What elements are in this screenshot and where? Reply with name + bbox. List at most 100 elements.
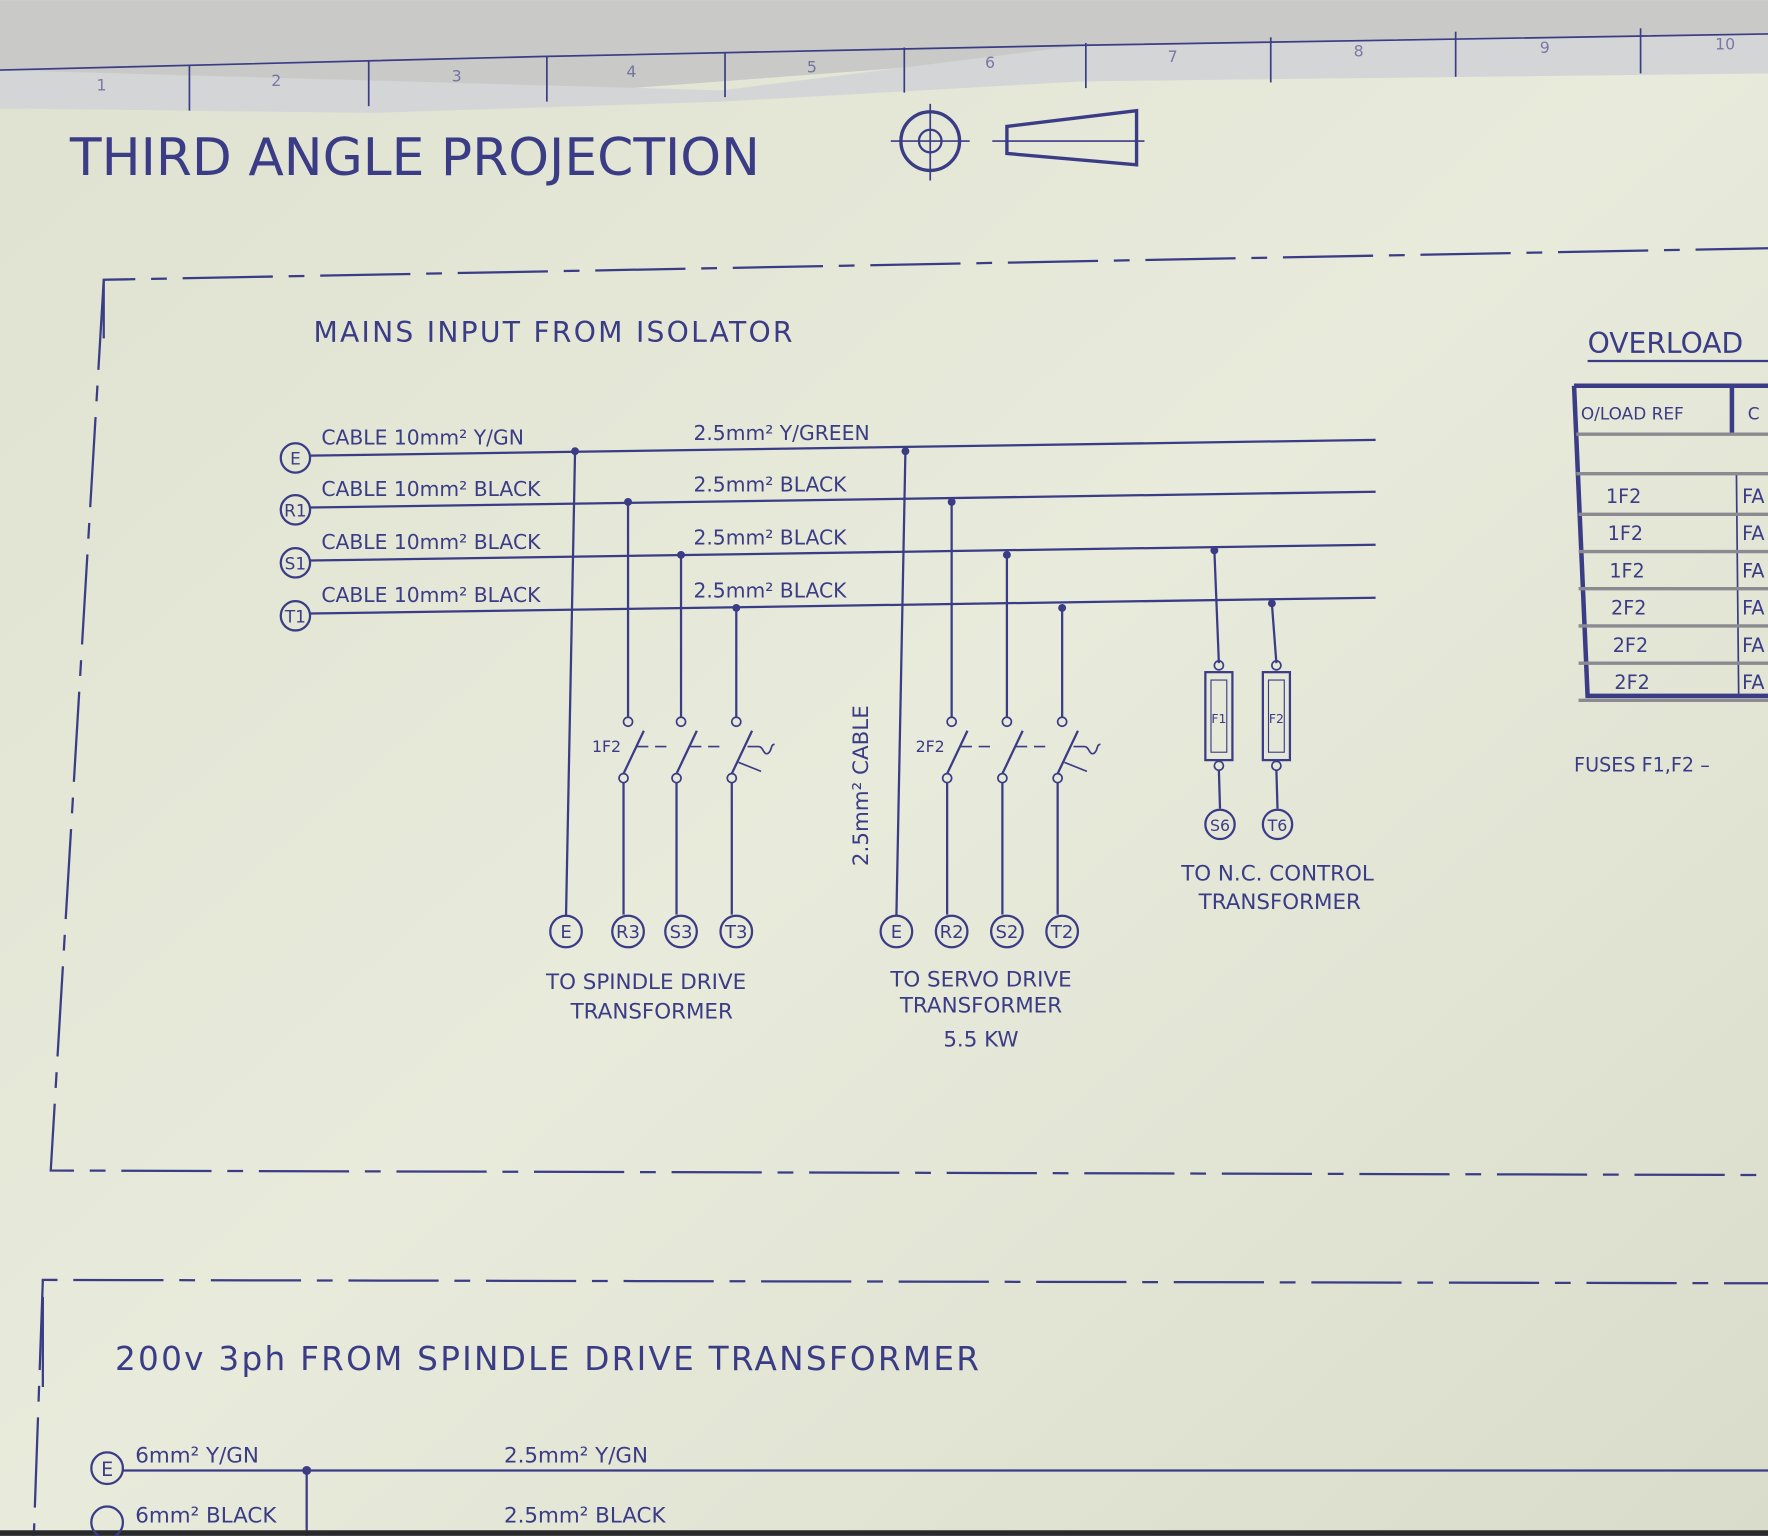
contact-terminal xyxy=(946,716,958,728)
servo-label-1: TO SERVO DRIVE xyxy=(889,968,1071,993)
thermal-trip-icon xyxy=(1064,743,1101,773)
terminal-circle xyxy=(879,914,914,949)
contact-terminal xyxy=(1056,716,1068,728)
terminal-label: R3 xyxy=(616,922,640,943)
terminal-label: E xyxy=(101,1458,113,1481)
terminal-label: E xyxy=(560,922,571,943)
cable-label: CABLE 10mm² BLACK xyxy=(321,477,541,501)
terminal-label: S3 xyxy=(670,922,693,943)
mains-heading: MAINS INPUT FROM ISOLATOR xyxy=(313,316,794,349)
fuse-F1 xyxy=(1204,671,1234,762)
terminal-label: T1 xyxy=(284,607,306,627)
earth-conductor xyxy=(564,451,577,916)
photo-bottom-edge xyxy=(0,1530,1768,1536)
terminal-circle-R1 xyxy=(279,494,312,526)
table-cell-ref: 2F2 xyxy=(1614,671,1649,694)
servo-label-3: 5.5 KW xyxy=(943,1028,1018,1053)
spindle-label-1: TO SPINDLE DRIVE xyxy=(545,970,746,995)
terminal-label: T3 xyxy=(724,922,747,943)
junction-dot xyxy=(677,550,685,559)
cable-label: CABLE 10mm² BLACK xyxy=(321,583,541,607)
thermal-trip-icon xyxy=(738,743,775,773)
table-cell-ref: 1F2 xyxy=(1608,522,1643,545)
terminal-label: E xyxy=(290,449,301,469)
cable-note: 2.5mm² CABLE xyxy=(849,705,874,866)
ruler-number: 10 xyxy=(1715,35,1735,54)
table-border xyxy=(1571,383,1768,699)
ruler-shadow xyxy=(0,0,1768,108)
table-cell-type: FA xyxy=(1742,522,1764,545)
table-cell-type: FA xyxy=(1742,597,1764,620)
drawing-title: THIRD ANGLE PROJECTION xyxy=(69,128,760,188)
contact-terminal xyxy=(675,716,687,728)
terminal-circle-T1 xyxy=(279,599,312,632)
projection-symbol xyxy=(890,103,1145,181)
overload-heading: OVERLOAD xyxy=(1588,327,1744,360)
ruler-number: 9 xyxy=(1540,38,1550,57)
terminal-label: S1 xyxy=(285,554,307,574)
spindle-label-2: TRANSFORMER xyxy=(570,999,733,1024)
ruler-number: 7 xyxy=(1168,47,1178,66)
nc-label-1: TO N.C. CONTROL xyxy=(1180,862,1374,887)
terminal-circle xyxy=(90,1505,125,1536)
frame-left-bottom xyxy=(49,279,1768,1177)
junction-dot xyxy=(901,447,910,456)
fuse-F2 xyxy=(1261,671,1292,762)
breaker-label: 1F2 xyxy=(592,737,621,756)
fuse-output xyxy=(1275,770,1279,809)
table-header-ref: O/LOAD REF xyxy=(1581,404,1684,424)
terminal-circle xyxy=(719,914,754,949)
ruler-number: 4 xyxy=(626,62,636,81)
nc-label-2: TRANSFORMER xyxy=(1198,890,1361,915)
terminal-circle xyxy=(611,914,645,949)
fuse-element xyxy=(1210,679,1228,753)
fuse-output xyxy=(1217,770,1222,809)
table-cell-ref: 2F2 xyxy=(1611,597,1646,620)
table-cell-ref: 1F2 xyxy=(1606,485,1641,508)
contact-terminal xyxy=(622,716,634,728)
contact-terminal xyxy=(1001,716,1013,728)
terminal-circle xyxy=(1204,808,1236,841)
breaker-contact xyxy=(730,730,754,775)
cable-label: 6mm² BLACK xyxy=(135,1503,277,1528)
table-cell-ref: 1F2 xyxy=(1609,559,1644,582)
junction-dot xyxy=(1002,550,1011,559)
fuse-label: F2 xyxy=(1269,711,1284,726)
table-cell-type: FA xyxy=(1742,671,1764,694)
earth-conductor xyxy=(895,451,907,916)
fuse-terminal xyxy=(1271,660,1282,671)
cable-label: CABLE 10mm² Y/GN xyxy=(321,425,524,449)
branch-label: 2.5mm² BLACK xyxy=(693,473,847,497)
branch-label: 2.5mm² Y/GREEN xyxy=(693,421,869,445)
cable-label: CABLE 10mm² BLACK xyxy=(321,530,541,554)
supply-line-T1 xyxy=(310,596,1376,615)
fuse-element xyxy=(1267,679,1285,753)
fuse-feed xyxy=(1270,603,1278,664)
ruler-band xyxy=(0,33,1768,113)
branch-label: 2.5mm² BLACK xyxy=(504,1503,666,1528)
branch-label: 2.5mm² Y/GN xyxy=(504,1444,648,1469)
terminal-circle-S1 xyxy=(279,546,312,579)
supply-line-E xyxy=(310,438,1376,457)
ruler-line xyxy=(0,33,1768,71)
cable-label: 6mm² Y/GN xyxy=(135,1444,259,1469)
terminal-label: R1 xyxy=(284,501,307,521)
breaker-contact xyxy=(1001,730,1024,775)
supply-line-S1 xyxy=(310,543,1376,562)
table-cell-type: FA xyxy=(1742,559,1764,582)
terminal-circle xyxy=(989,914,1024,949)
fuse-label: F1 xyxy=(1211,711,1226,726)
terminal-label: S2 xyxy=(995,922,1018,943)
terminal-label: S6 xyxy=(1210,816,1230,835)
servo-label-2: TRANSFORMER xyxy=(899,994,1062,1019)
terminal-label: R2 xyxy=(940,922,964,943)
table-header-col2: C xyxy=(1748,404,1760,424)
terminal-circle-E xyxy=(279,442,312,474)
ruler-number: 8 xyxy=(1354,42,1364,61)
earth-line xyxy=(122,1469,1768,1536)
